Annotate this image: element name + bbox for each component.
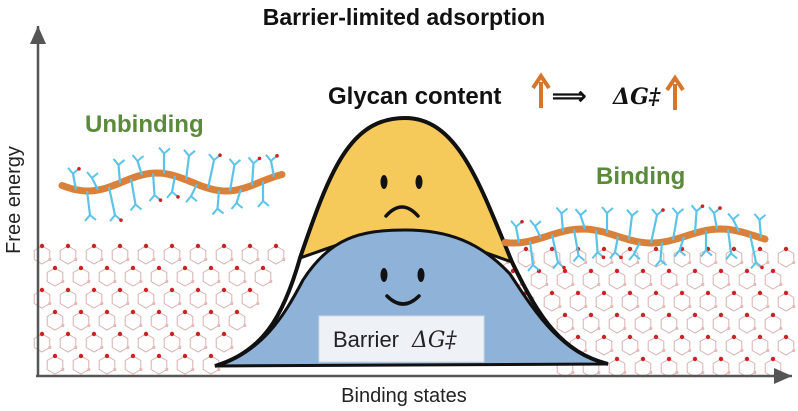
up-arrow-icon [531,72,551,108]
peptide-molecule-bound [501,204,769,272]
diagram-title: Barrier-limited adsorption [263,4,545,30]
glycan-content-label: Glycan content [328,83,501,110]
happy-face [380,268,425,306]
delta-g-label: ΔG‡ [612,84,661,110]
unbinding-label: Unbinding [85,111,204,138]
implies-arrow: ⟹ [552,83,586,110]
upper-barrier-outline [214,115,609,368]
barrier-label-box: Barrier ΔG‡ [318,315,485,363]
up-arrow-icon [665,74,685,110]
surface-lattice-right [491,246,796,378]
peptide-molecule-unbound [58,146,286,222]
barrier-text: Barrier [333,327,399,352]
x-axis-label: Binding states [341,385,467,407]
surface-lattice-left [33,243,286,375]
y-axis-label: Free energy [3,146,25,254]
binding-label: Binding [596,163,685,190]
sad-face [380,175,423,218]
lower-barrier-curve [214,228,609,368]
barrier-delta-g: ΔG‡ [411,328,457,353]
